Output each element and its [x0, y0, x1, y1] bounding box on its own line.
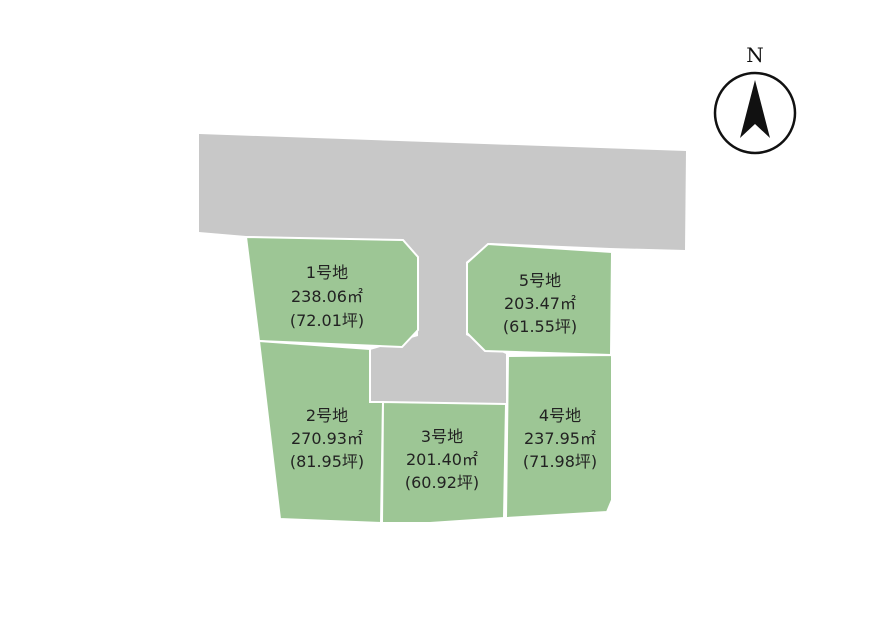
lot-3-area-sqm: 201.40㎡ — [406, 450, 478, 469]
lot-1-area-tsubo: (72.01坪) — [290, 311, 364, 330]
lot-4-area-tsubo: (71.98坪) — [523, 452, 597, 471]
lot-5-parcel[interactable] — [466, 242, 614, 357]
lot-2-name: 2号地 — [306, 406, 348, 425]
lot-2-area-tsubo: (81.95坪) — [290, 452, 364, 471]
road — [199, 134, 686, 404]
lot-5-area-tsubo: (61.55坪) — [503, 317, 577, 336]
lot-4-name: 4号地 — [539, 406, 581, 425]
lot-1-area-sqm: 238.06㎡ — [291, 287, 363, 306]
lot-5-area-sqm: 203.47㎡ — [504, 294, 576, 313]
lot-3-name: 3号地 — [421, 427, 463, 446]
lot-1-name: 1号地 — [306, 263, 348, 282]
lot-3-parcel[interactable] — [380, 400, 508, 524]
lot-4-area-sqm: 237.95㎡ — [524, 429, 596, 448]
compass-ring — [713, 71, 797, 155]
north-arrow-icon — [740, 80, 770, 138]
north-compass: N — [713, 43, 797, 155]
lot-3-area-tsubo: (60.92坪) — [405, 473, 479, 492]
lot-4-parcel[interactable] — [504, 353, 613, 520]
lot-5-name: 5号地 — [519, 271, 561, 290]
lot-2-area-sqm: 270.93㎡ — [291, 429, 363, 448]
north-label: N — [746, 43, 764, 67]
